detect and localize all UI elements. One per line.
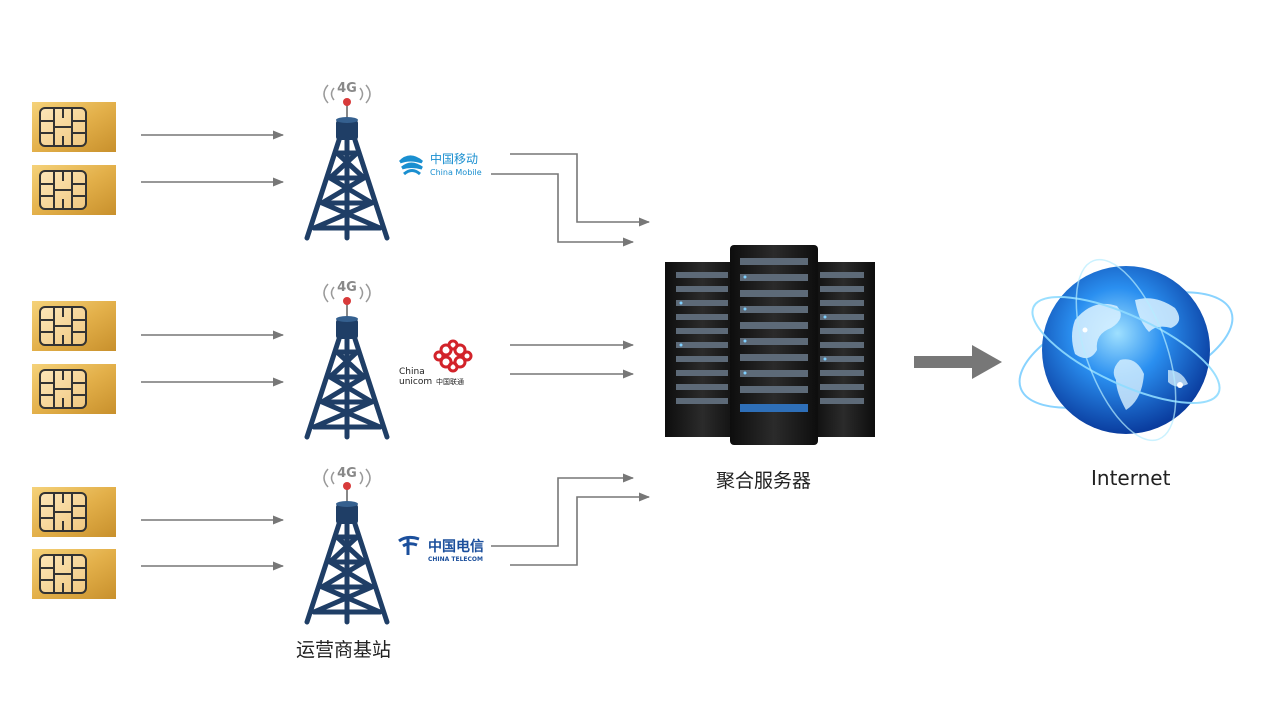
server-to-internet-arrow — [914, 345, 1002, 379]
sim-card-2 — [31, 164, 117, 216]
telecom-cn: 中国电信 — [428, 538, 484, 555]
unicom-en-top: China — [399, 367, 425, 377]
mobile-en: China Mobile — [430, 168, 482, 177]
sim-card-1 — [31, 101, 117, 153]
unicom-en-bottom: unicom — [399, 377, 432, 387]
china-unicom-logo: China unicom 中国联通 — [399, 339, 473, 387]
sim-card-4 — [31, 363, 117, 415]
internet-label: Internet — [1091, 466, 1171, 490]
sim-card-5 — [31, 486, 117, 538]
server-label: 聚合服务器 — [716, 470, 812, 492]
sim-card-6 — [31, 548, 117, 600]
telecom-en: CHINA TELECOM — [428, 556, 483, 563]
tower-badge-2: 4G — [337, 280, 357, 295]
tower-badge-1: 4G — [337, 81, 357, 96]
mobile-cn: 中国移动 — [430, 151, 478, 166]
tower-badge-3: 4G — [337, 466, 357, 481]
internet-globe — [1018, 258, 1234, 442]
china-mobile-logo: 中国移动 China Mobile — [398, 151, 482, 177]
base-station-label: 运营商基站 — [296, 639, 392, 661]
tower-mobile: 4G — [307, 81, 387, 238]
sim-arrows — [141, 130, 285, 571]
aggregation-server — [665, 245, 875, 445]
sim-card-3 — [31, 300, 117, 352]
china-telecom-logo: 中国电信 CHINA TELECOM — [398, 535, 484, 563]
carrier-arrows — [491, 153, 651, 566]
unicom-cn: 中国联通 — [436, 377, 464, 386]
tower-telecom: 4G — [307, 466, 387, 622]
tower-unicom: 4G — [307, 280, 387, 437]
